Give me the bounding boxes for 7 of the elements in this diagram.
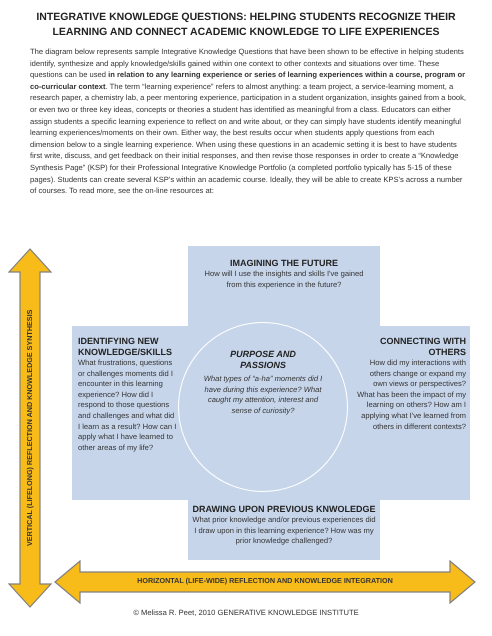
section-heading: IMAGINING THE FUTURE	[229, 258, 339, 269]
section-heading: CONNECTING WITH OTHERS	[379, 336, 466, 358]
page-title: INTEGRATIVE KNOWLEDGE QUESTIONS: HELPING STUDENTS RECOGNIZE THEIR LEARNING AND CONNECT ACADEMIC KNOWLEDGE TO LIFE EXPERIENCES	[35, 10, 457, 40]
section-heading: PURPOSE AND PASSIONS	[229, 349, 297, 371]
section-heading: IDENTIFYING NEW KNOWLEDGE/SKILLS	[78, 336, 173, 358]
section-heading: DRAWING UPON PREVIOUS KNWOLEDGE	[192, 504, 376, 515]
center-circle	[178, 322, 348, 492]
